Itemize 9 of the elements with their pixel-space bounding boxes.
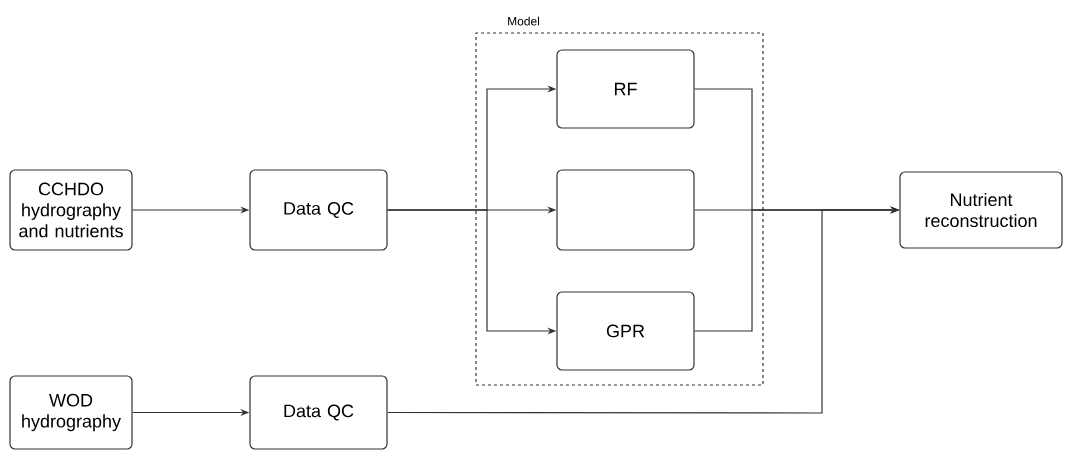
process-box: CCHDO hydrography and nutrients bbox=[9, 169, 133, 251]
node-label: Model bbox=[508, 16, 540, 26]
process-box: WOD hydrography bbox=[9, 375, 133, 450]
process-box: RF bbox=[556, 49, 695, 129]
process-box: Nutrient reconstruction bbox=[899, 171, 1063, 249]
process-box: GPR bbox=[556, 291, 695, 371]
process-box: Data QC bbox=[249, 375, 388, 450]
process-box: Data QC bbox=[249, 169, 388, 251]
process-box bbox=[556, 169, 695, 251]
